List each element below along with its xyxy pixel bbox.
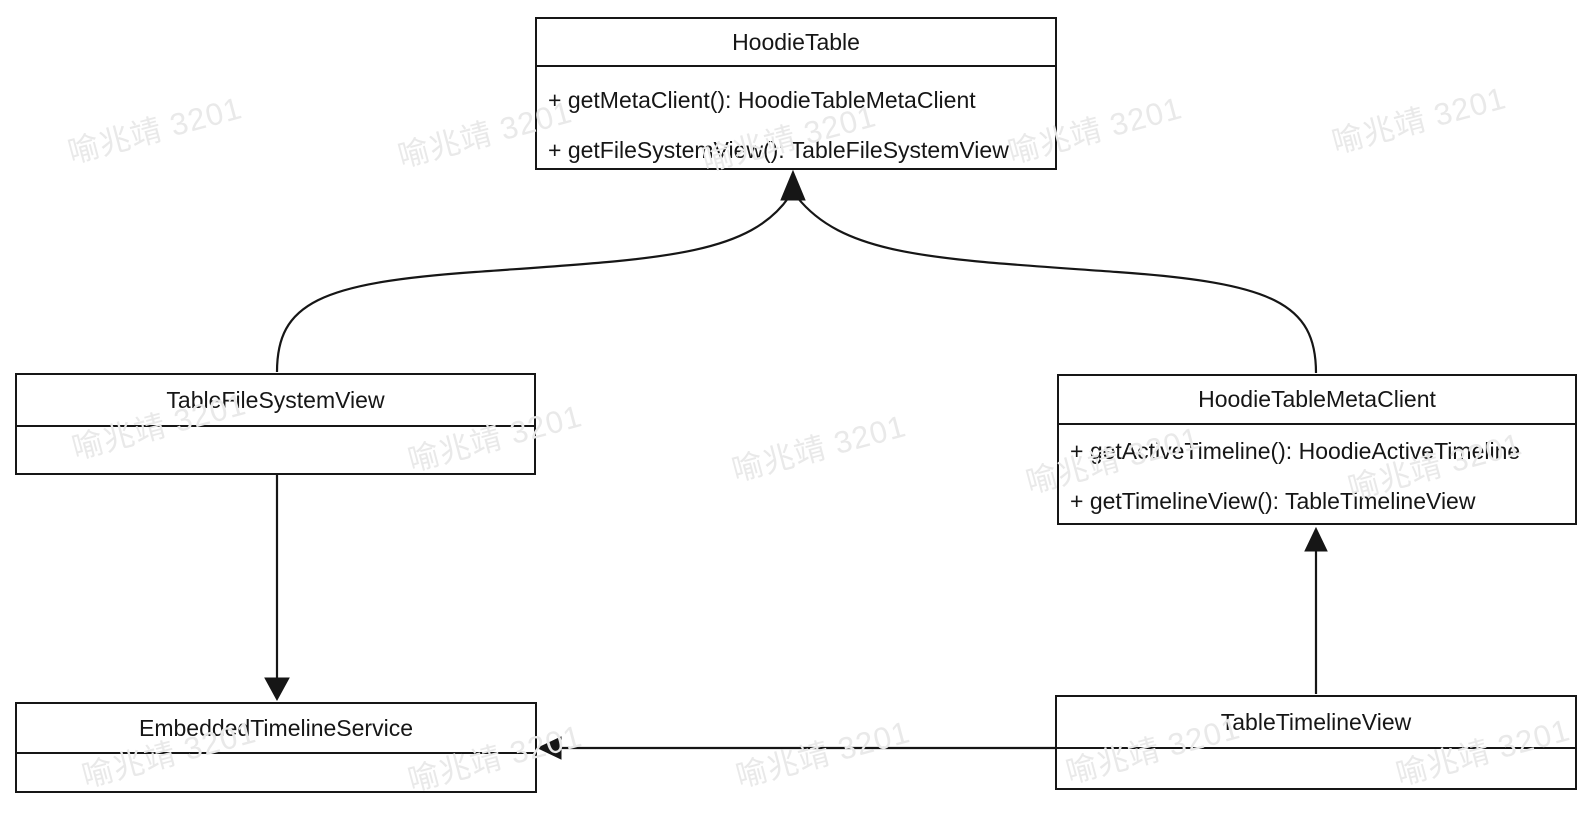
class-name: HoodieTable <box>537 19 1055 67</box>
arrowhead-up <box>1304 526 1328 552</box>
arrow-tablefilesystemview-to-embeddedtimelineservice <box>264 474 290 702</box>
generalization-arrow-hoodietablemetaclient-to-hoodietable <box>796 196 1318 374</box>
class-box-hoodietablemetaclient: HoodieTableMetaClient + getActiveTimelin… <box>1057 374 1577 525</box>
class-name: HoodieTableMetaClient <box>1059 376 1575 425</box>
method: + getMetaClient(): HoodieTableMetaClient <box>548 86 976 113</box>
arrow-tabletimelineview-to-embeddedtimelineservice <box>536 736 1056 760</box>
curve-right <box>796 196 1318 374</box>
class-methods: + getMetaClient(): HoodieTableMetaClient… <box>537 67 1055 175</box>
method: + getTimelineView(): TableTimelineView <box>1070 487 1476 514</box>
class-box-tablefilesystemview: TableFileSystemView <box>15 373 536 475</box>
method: + getFileSystemView(): TableFileSystemVi… <box>548 136 1009 163</box>
class-name: TableTimelineView <box>1057 697 1575 749</box>
arrow-tabletimelineview-to-hoodietablemetaclient <box>1304 526 1328 694</box>
method: + getActiveTimeline(): HoodieActiveTimel… <box>1070 437 1521 464</box>
curve-left <box>275 196 790 373</box>
class-box-tabletimelineview: TableTimelineView <box>1055 695 1577 790</box>
class-name: EmbeddedTimelineService <box>17 704 535 754</box>
class-name: TableFileSystemView <box>17 375 534 427</box>
class-methods: + getActiveTimeline(): HoodieActiveTimel… <box>1059 425 1575 526</box>
generalization-arrow-tablefilesystemview-to-hoodietable <box>275 196 790 373</box>
arrowhead-up-hoodietable <box>780 169 806 201</box>
arrowhead-down <box>264 677 290 702</box>
arrowhead-left <box>536 736 562 760</box>
class-box-embeddedtimelineservice: EmbeddedTimelineService <box>15 702 537 793</box>
class-box-hoodietable: HoodieTable + getMetaClient(): HoodieTab… <box>535 17 1057 170</box>
